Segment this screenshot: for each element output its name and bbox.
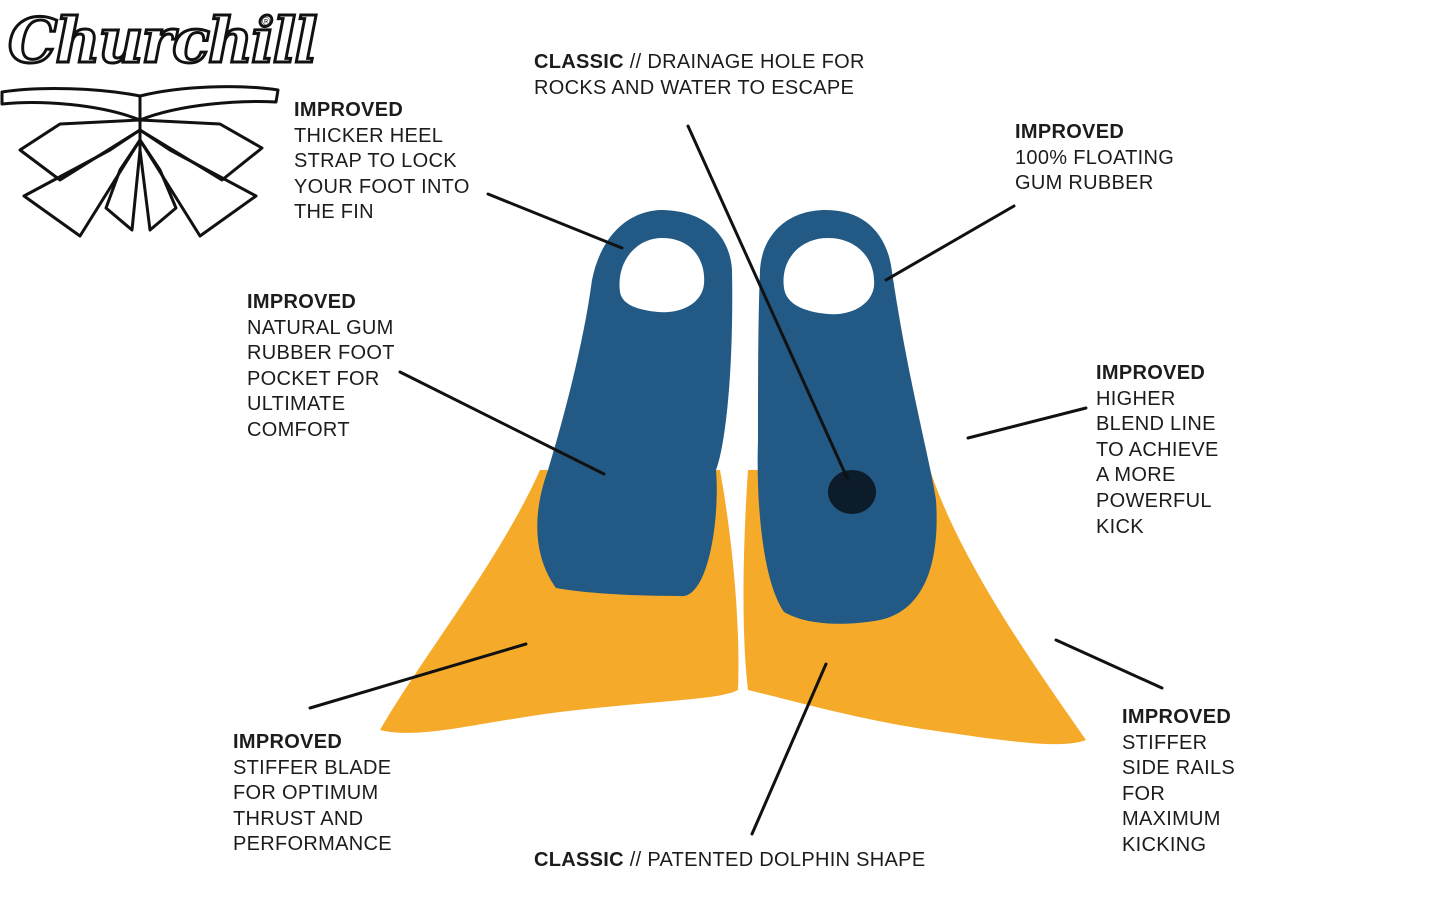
callout-line: THRUST AND — [233, 807, 364, 830]
callout-line: A MORE — [1096, 464, 1176, 487]
callout-line: PATENTED DOLPHIN SHAPE — [647, 849, 926, 871]
right-fin-heel-hole — [783, 238, 875, 315]
callout-tag: CLASSIC — [534, 51, 624, 73]
callout-line: HIGHER — [1096, 387, 1176, 410]
callout-line: KICK — [1096, 515, 1144, 538]
callout-line: STIFFER — [1122, 731, 1208, 754]
callout-line: FOR — [1122, 782, 1166, 805]
registered-mark: ® — [262, 16, 271, 28]
callout-line: POWERFUL — [1096, 489, 1212, 512]
callout-line: TO ACHIEVE — [1096, 438, 1219, 461]
callout-tag: IMPROVED — [247, 291, 357, 313]
callout-tag: IMPROVED — [233, 731, 343, 753]
logo-emblem-icon — [0, 85, 280, 238]
callout-tag: IMPROVED — [294, 99, 404, 121]
callout-line: YOUR FOOT INTO — [294, 175, 470, 198]
callout-separator: // — [623, 849, 648, 871]
callout-line: SIDE RAILS — [1122, 757, 1236, 780]
callout-line: THICKER HEEL — [294, 124, 444, 147]
callout-tag: IMPROVED — [1015, 121, 1125, 143]
left-fin-heel-hole — [619, 238, 705, 313]
drainage-hole-icon — [828, 470, 876, 514]
callout-tag: CLASSIC — [534, 849, 624, 871]
callout-separator: // — [623, 51, 648, 73]
callout-line: COMFORT — [247, 418, 350, 441]
callout-line: NATURAL GUM — [247, 316, 394, 339]
callout-line: FOR OPTIMUM — [233, 782, 379, 805]
leader-foot-pocket — [398, 370, 606, 476]
callout-line: RUBBER FOOT — [247, 342, 395, 365]
callout-line: STRAP TO LOCK — [294, 150, 457, 173]
leader-floating — [884, 204, 1016, 282]
callout-drainage: CLASSIC // DRAINAGE HOLE FOR ROCKS AND W… — [534, 50, 865, 101]
leader-blade — [308, 642, 528, 710]
callout-tag: IMPROVED — [1122, 706, 1232, 728]
callout-dolphin: CLASSIC // PATENTED DOLPHIN SHAPE — [534, 848, 925, 874]
leader-dolphin — [750, 662, 828, 836]
callout-side-rails: IMPROVED STIFFER SIDE RAILS FOR MAXIMUM … — [1122, 705, 1235, 859]
right-fin — [743, 210, 1086, 745]
left-fin — [380, 210, 739, 733]
leader-heel-strap — [486, 192, 624, 250]
callout-line: STIFFER BLADE — [233, 756, 392, 779]
callout-line: PERFORMANCE — [233, 833, 392, 856]
callout-line: GUM RUBBER — [1015, 172, 1154, 195]
callout-line: ROCKS AND WATER TO ESCAPE — [534, 76, 855, 99]
callout-row: CLASSIC // DRAINAGE HOLE FOR — [534, 50, 865, 76]
callout-line: ULTIMATE — [247, 393, 346, 416]
leader-drainage — [686, 124, 850, 482]
callout-line: MAXIMUM — [1122, 808, 1221, 831]
callout-tag: IMPROVED — [1096, 362, 1206, 384]
callout-line: POCKET FOR — [247, 367, 380, 390]
callout-line: DRAINAGE HOLE FOR — [647, 51, 865, 73]
callout-line: THE FIN — [294, 201, 374, 224]
callout-line: KICKING — [1122, 833, 1207, 856]
callout-foot-pocket: IMPROVED NATURAL GUM RUBBER FOOT POCKET … — [247, 290, 395, 444]
callout-blend-line: IMPROVED HIGHER BLEND LINE TO ACHIEVE A … — [1096, 361, 1219, 540]
callout-floating: IMPROVED 100% FLOATING GUM RUBBER — [1015, 120, 1174, 197]
callout-line: 100% FLOATING — [1015, 146, 1175, 169]
brand-logo: Churchill — [7, 3, 320, 79]
callout-heel-strap: IMPROVED THICKER HEEL STRAP TO LOCK YOUR… — [294, 98, 470, 226]
callout-blade: IMPROVED STIFFER BLADE FOR OPTIMUM THRUS… — [233, 730, 392, 858]
callout-line: BLEND LINE — [1096, 413, 1216, 436]
leader-blend-line — [966, 406, 1088, 440]
leader-side-rails — [1054, 638, 1164, 690]
right-fin-pocket — [757, 210, 937, 624]
